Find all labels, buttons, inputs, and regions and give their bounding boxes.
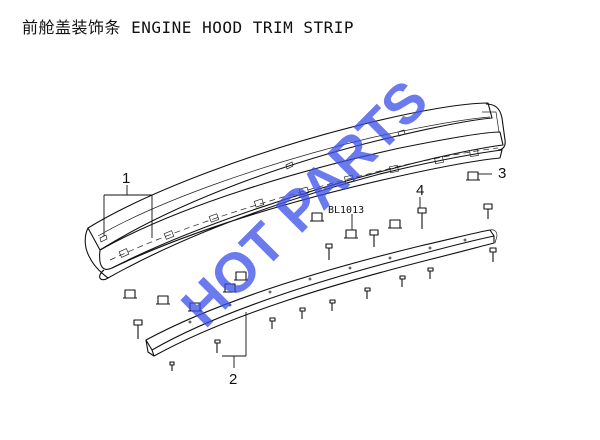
part-code-label: BL1013 [328,205,364,216]
lower-moulding-strip [145,229,498,357]
leader-lines [103,173,492,368]
diagram-title: 前舱盖装饰条 ENGINE HOOD TRIM STRIP [22,18,355,37]
screw-fasteners [133,203,497,371]
watermark-text: HOT PARTS [169,68,439,338]
clip-fasteners [123,171,480,312]
hood-trim-strip [84,102,506,281]
callout-1: 1 [122,170,130,187]
callout-3: 3 [498,165,506,182]
callout-4: 4 [416,182,424,199]
callout-2: 2 [229,371,237,388]
